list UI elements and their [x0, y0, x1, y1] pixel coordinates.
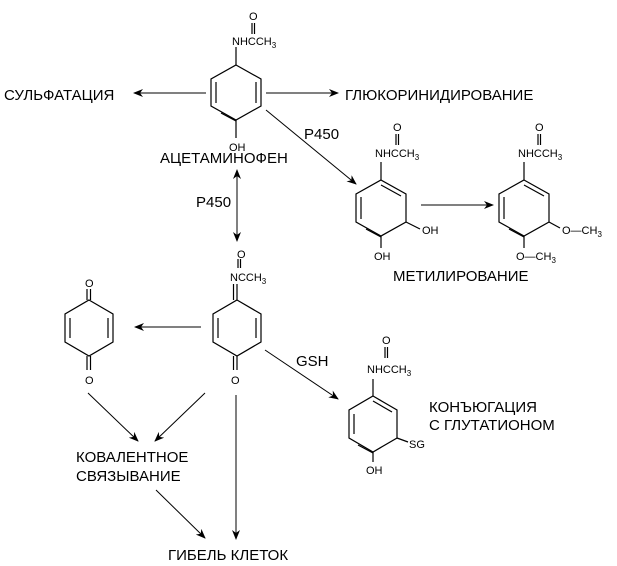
napqi-carbonyl-oxygen: O	[237, 249, 246, 261]
methylated-metabolite-structure: O NHCCH3 O—CH3 O—CH3	[498, 122, 602, 265]
acetaminophen-label: АЦЕТАМИНОФЕН	[160, 150, 288, 167]
catechol-metabolite-structure: O NHCCH3 OH OH	[355, 122, 439, 263]
glucuronidation-label: ГЛЮКОРИНИДИРОВАНИЕ	[345, 87, 533, 104]
methoxy-group-para: O—CH3	[516, 251, 556, 265]
p450-label-vertical: P450	[196, 194, 231, 211]
catechol-meta-hydroxyl: OH	[422, 225, 439, 237]
methylation-label: МЕТИЛИРОВАНИЕ	[393, 268, 529, 285]
arrow-covalent-to-cell-death	[155, 489, 206, 539]
catechol-acetamide-label: NHCCH3	[375, 148, 420, 162]
covalent-label-line2: СВЯЗЫВАНИЕ	[76, 468, 181, 485]
benzoquinone-structure: O O	[64, 278, 114, 387]
arrow-benzoquinone-to-covalent	[87, 392, 139, 442]
napqi-imine-label: NCCH3	[230, 272, 267, 286]
gsh-label: GSH	[296, 353, 329, 370]
catechol-para-hydroxyl: OH	[374, 251, 391, 263]
napqi-structure: O NCCH3 O	[212, 249, 267, 387]
benzoquinone-bottom-oxygen: O	[85, 375, 94, 387]
sg-group-label: SG	[409, 439, 425, 451]
methylated-acetamide-label: NHCCH3	[518, 148, 563, 162]
hydroxyl-label: OH	[229, 142, 246, 154]
methoxy-group-meta: O—CH3	[562, 225, 602, 239]
benzoquinone-top-oxygen: O	[85, 278, 94, 290]
napqi-quinone-oxygen: O	[231, 375, 240, 387]
acetamide-label: NHCCH3	[232, 36, 277, 50]
carbonyl-oxygen-label: O	[249, 11, 258, 23]
arrow-to-glutathione	[264, 349, 339, 400]
conjugation-label-line2: С ГЛУТАТИОНОМ	[429, 417, 555, 434]
acetaminophen-structure: O NHCCH3 OH	[210, 11, 277, 154]
glutathione-acetamide-label: NHCCH3	[367, 364, 412, 378]
conjugation-label-line1: КОНЪЮГАЦИЯ	[429, 399, 537, 416]
p450-label-diagonal: P450	[304, 126, 339, 143]
glutathione-conjugate-structure: O NHCCH3 SG OH	[348, 335, 425, 477]
arrow-napqi-to-covalent	[154, 392, 206, 442]
catechol-carbonyl-oxygen: O	[393, 122, 402, 134]
methylated-carbonyl-oxygen: O	[535, 122, 544, 134]
sulfation-label: СУЛЬФАТАЦИЯ	[4, 87, 114, 104]
covalent-label-line1: КОВАЛЕНТНОЕ	[76, 449, 188, 466]
cell-death-label: ГИБЕЛЬ КЛЕТОК	[168, 547, 288, 564]
arrow-to-catechol	[265, 109, 357, 185]
glutathione-hydroxyl: OH	[366, 465, 383, 477]
glutathione-carbonyl-oxygen: O	[382, 335, 391, 347]
